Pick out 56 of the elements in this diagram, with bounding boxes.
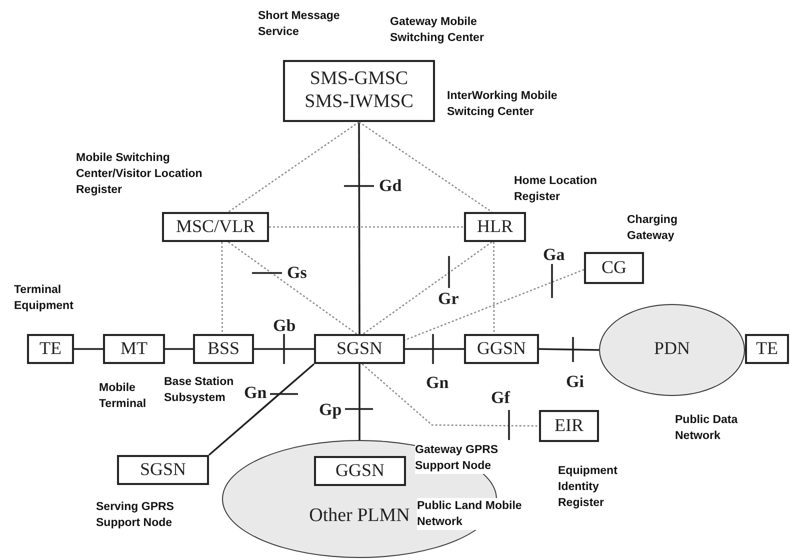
connector-line (538, 348, 600, 351)
network-element-box (314, 334, 405, 364)
network-element-box (539, 410, 599, 442)
node-label: TE (756, 338, 778, 360)
dotted-connector (404, 269, 584, 341)
node-label: SMS-IWMSC (304, 91, 414, 114)
node-label: MSC/VLR (176, 216, 256, 238)
network-element-box (27, 334, 74, 364)
connector-line (405, 348, 464, 350)
dotted-connector (362, 241, 492, 335)
connector-line (165, 348, 193, 350)
network-element-box (745, 334, 789, 364)
network-element-box (314, 456, 406, 486)
node-label: TE (40, 338, 62, 360)
network-element-box (103, 334, 165, 364)
edge-label: Gn (425, 374, 450, 391)
connector-line (208, 363, 315, 456)
dotted-connector (358, 121, 492, 213)
edge-label: Ga (542, 246, 566, 263)
dotted-connector (269, 226, 464, 228)
node-label: SGSN (140, 459, 186, 481)
network-element-box (584, 252, 644, 284)
node-label: GGSN (476, 338, 526, 360)
edge-label: Gr (437, 290, 460, 307)
network-element-box (464, 212, 526, 242)
node-label: MT (120, 338, 148, 360)
connector-line (358, 364, 360, 440)
edge-label: Gd (378, 177, 403, 194)
dotted-connector (362, 364, 539, 427)
connector-line (358, 122, 360, 334)
node-label: HLR (477, 216, 513, 238)
dotted-connector (493, 242, 495, 334)
connector-line (254, 348, 314, 350)
node-label: Other PLMN (309, 505, 410, 528)
network-element-box (162, 212, 269, 242)
connector-line (74, 348, 103, 350)
dotted-connector (228, 121, 360, 213)
network-element-box (193, 334, 254, 364)
edge-label: Gf (490, 389, 511, 406)
node-label: SGSN (336, 338, 383, 360)
network-element-box (117, 455, 209, 485)
network-element-box (283, 60, 435, 122)
dotted-connector (221, 242, 223, 334)
node-label: PDN (654, 338, 690, 360)
node-label: GGSN (335, 460, 384, 482)
node-label: BSS (207, 338, 240, 360)
node-label: EIR (554, 415, 584, 437)
network-element-box (464, 334, 539, 364)
node-label: CG (601, 257, 626, 279)
dotted-connector (228, 241, 358, 335)
edge-label: Gp (318, 401, 343, 418)
edge-label: Gn (243, 384, 268, 401)
edge-label: Gs (286, 264, 308, 281)
edge-label: Gi (565, 373, 585, 390)
node-label: SMS-GMSC (310, 68, 408, 91)
edge-label: Gb (272, 317, 297, 334)
